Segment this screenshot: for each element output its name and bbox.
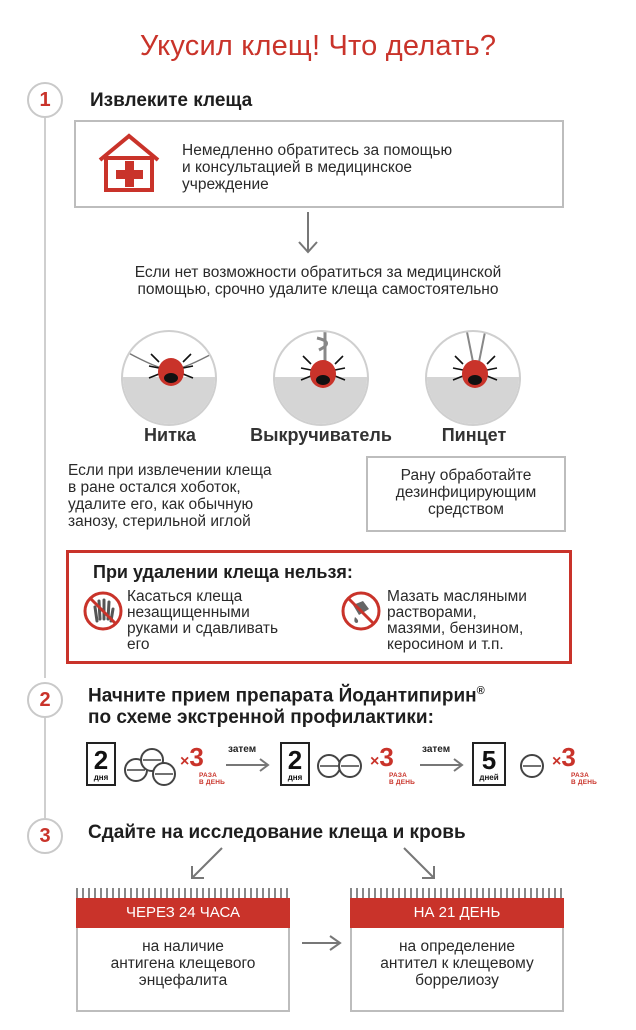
- days-unit: дней: [479, 773, 499, 782]
- tick-icon: [452, 332, 498, 388]
- no-hand-icon: [83, 591, 123, 631]
- method-tweezers-illustration: [425, 330, 521, 426]
- then-label: затем: [228, 744, 257, 755]
- disinfect-text-line: средством: [428, 501, 504, 518]
- arrow-down-left-icon: [191, 847, 223, 879]
- times-label: РАЗА: [199, 772, 218, 779]
- test-card-text-line: антигена клещевого: [110, 955, 256, 972]
- days-count: 5: [481, 745, 497, 775]
- pills-icon: [124, 748, 176, 786]
- calendar-icon: 2 дня: [280, 742, 310, 786]
- proboscis-text-line: занозу, стерильной иглой: [68, 513, 251, 530]
- times-label: РАЗА: [389, 772, 408, 779]
- test-card-text-line: энцефалита: [138, 972, 228, 989]
- forbidden-right-line: мазями, бензином,: [387, 620, 524, 637]
- step-3-number: 3: [27, 818, 63, 854]
- times-per-day: 3: [189, 742, 204, 772]
- forbidden-box: При удалении клеща нельзя: Касаться клещ…: [66, 550, 572, 664]
- disinfect-text-line: Рану обработайте: [400, 467, 532, 484]
- no-oil-icon: [341, 591, 381, 631]
- step-2-heading-line: по схеме экстренной профилактики:: [88, 707, 434, 729]
- step-3-heading: Сдайте на исследование клеща и кровь: [88, 822, 466, 843]
- days-count: 2: [93, 745, 109, 775]
- method-label-thread: Нитка: [144, 425, 196, 445]
- forbidden-left-line: незащищенными: [127, 604, 250, 621]
- per-day-label: В ДЕНЬ: [571, 779, 598, 786]
- per-day-label: В ДЕНЬ: [389, 779, 416, 786]
- test-card-text-line: антител к клещевому: [380, 955, 534, 972]
- registered-mark: ®: [476, 685, 485, 697]
- forbidden-left-line: его: [127, 636, 150, 653]
- test-card-text-line: боррелиозу: [415, 972, 499, 989]
- then-label: затем: [422, 744, 451, 755]
- fallback-text-line: Если нет возможности обратиться за медиц…: [134, 264, 502, 281]
- hospital-text-line: учреждение: [182, 176, 269, 193]
- timeline-line: [44, 718, 46, 818]
- days-unit: дня: [93, 773, 109, 782]
- days-count: 2: [287, 745, 303, 775]
- test-card-21d: НА 21 ДЕНЬ на определение антител к клещ…: [350, 888, 564, 1012]
- dose-multiplier: ×3: [552, 742, 576, 772]
- proboscis-text-line: удалите его, как обычную: [68, 496, 254, 513]
- calendar-icon: 5 дней: [472, 742, 506, 786]
- tick-icon: [123, 349, 215, 386]
- test-card-banner: НА 21 ДЕНЬ: [350, 898, 564, 928]
- arrow-right-icon: [420, 758, 464, 772]
- forbidden-title: При удалении клеща нельзя:: [93, 562, 353, 582]
- hospital-icon: [98, 133, 160, 192]
- forbidden-left-line: руками и сдавливать: [127, 620, 279, 637]
- dose-multiplier: ×3: [180, 742, 204, 772]
- arrow-right-icon: [302, 935, 342, 951]
- method-twister-illustration: [273, 330, 369, 426]
- test-card-text-line: на определение: [398, 938, 516, 955]
- pill-icon: [520, 754, 544, 778]
- method-thread-illustration: [121, 330, 217, 426]
- step-2-heading-line: Начните прием препарата Йодантипирин: [88, 685, 477, 707]
- calendar-icon: 2 дня: [86, 742, 116, 786]
- step-1-number: 1: [27, 82, 63, 118]
- forbidden-left-line: Касаться клеща: [127, 588, 243, 605]
- fallback-text-line: помощью, срочно удалите клеща самостояте…: [137, 281, 499, 298]
- test-card-banner: ЧЕРЕЗ 24 ЧАСА: [76, 898, 290, 928]
- pills-icon: [317, 754, 362, 778]
- tick-icon: [300, 332, 346, 388]
- forbidden-right-line: растворами,: [387, 604, 477, 621]
- times-per-day: 3: [561, 742, 576, 772]
- hospital-text-line: Немедленно обратитесь за помощью: [182, 142, 453, 159]
- arrow-down-icon: [298, 212, 318, 254]
- times-per-day: 3: [379, 742, 394, 772]
- hospital-text-line: и консультацией в медицинское: [182, 159, 413, 176]
- forbidden-right-line: Мазать масляными: [387, 588, 527, 605]
- step-2-heading: Начните прием препарата Йодантипирин® по…: [88, 680, 485, 729]
- dosage-schedule: 2 дня ×3 РАЗА В ДЕНЬ затем 2 дня ×3 РАЗА…: [86, 742, 616, 802]
- disinfect-box: Рану обработайте дезинфицирующим средств…: [366, 456, 566, 532]
- arrow-down-right-icon: [403, 847, 435, 879]
- method-label-twister: Выкручиватель: [250, 425, 392, 445]
- timeline-line: [44, 118, 46, 678]
- times-label: РАЗА: [571, 772, 590, 779]
- proboscis-text-line: Если при извлечении клеща: [68, 462, 272, 479]
- test-card-24h: ЧЕРЕЗ 24 ЧАСА на наличие антигена клещев…: [76, 888, 290, 1012]
- step-2-number: 2: [27, 682, 63, 718]
- method-label-tweezers: Пинцет: [441, 425, 507, 445]
- forbidden-right-line: керосином и т.п.: [387, 636, 504, 653]
- days-unit: дня: [287, 773, 303, 782]
- hospital-box: Немедленно обратитесь за помощью и консу…: [74, 120, 564, 208]
- disinfect-text-line: дезинфицирующим: [395, 484, 537, 501]
- arrow-right-icon: [226, 758, 270, 772]
- test-card-text-line: на наличие: [142, 938, 224, 955]
- calendar-rings: [350, 888, 564, 898]
- page-title: Укусил клещ! Что делать?: [139, 30, 497, 62]
- dose-multiplier: ×3: [370, 742, 394, 772]
- calendar-rings: [76, 888, 290, 898]
- proboscis-text-line: в ране остался хоботок,: [68, 479, 241, 496]
- step-1-heading: Извлеките клеща: [90, 90, 253, 111]
- per-day-label: В ДЕНЬ: [199, 779, 226, 786]
